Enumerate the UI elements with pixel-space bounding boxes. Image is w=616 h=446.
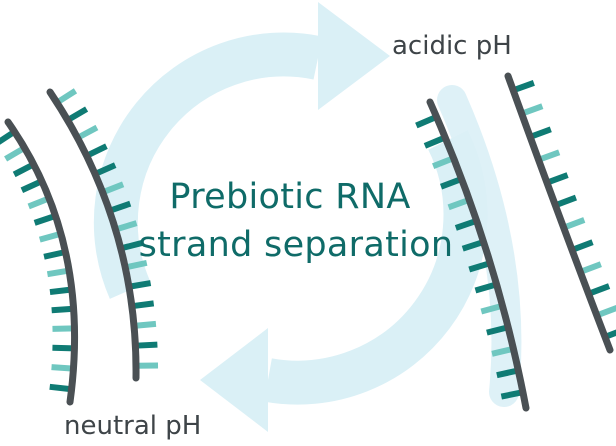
rna-backbone — [426, 98, 530, 412]
nucleotide-base — [439, 176, 463, 190]
nucleotide-base — [135, 341, 158, 349]
rna-duplex-icon — [0, 88, 159, 406]
nucleotide-base — [76, 124, 99, 141]
nucleotide-base — [114, 220, 138, 233]
nucleotide-base — [603, 329, 616, 340]
rna-backbone — [504, 72, 614, 354]
separated-rna-strands-icon — [415, 72, 616, 412]
nucleotide-base — [46, 267, 70, 278]
diagram-title-line1: Prebiotic RNA — [169, 177, 410, 217]
acidic-ph-label: acidic pH — [392, 31, 512, 61]
nucleotide-base — [461, 239, 485, 252]
nucleotide-base — [55, 88, 78, 106]
neutral-ph-label: neutral pH — [64, 411, 201, 441]
nucleotide-base — [423, 134, 447, 149]
nucleotide-base — [595, 304, 616, 319]
nucleotide-base — [128, 280, 152, 290]
nucleotide-base — [480, 302, 504, 315]
nucleotide-base — [51, 364, 74, 372]
nucleotide-base — [131, 300, 155, 310]
rna-strand-right-1 — [415, 98, 530, 412]
nucleotide-base — [49, 286, 73, 296]
cycle-arrowhead-lower — [200, 328, 268, 432]
nucleotide-base — [415, 114, 438, 129]
nucleotide-base — [38, 230, 62, 243]
nucleotide-base — [20, 178, 44, 193]
nucleotide-base — [101, 181, 125, 196]
nucleotide-base — [520, 103, 544, 117]
nucleotide-base — [51, 305, 74, 314]
nucleotide-base — [49, 383, 72, 393]
nucleotide-base — [0, 129, 17, 145]
nucleotide-base — [496, 367, 519, 379]
nucleotide-base — [4, 145, 27, 162]
nucleotide-base — [491, 345, 515, 357]
diagram-title-line2: strand separation — [139, 225, 454, 265]
nucleotide-base — [66, 106, 89, 123]
nucleotide-base — [52, 344, 75, 352]
nucleotide-base — [468, 260, 492, 273]
nucleotide-base — [124, 259, 148, 271]
nucleotide-base — [432, 155, 455, 170]
strand-glow — [437, 85, 522, 407]
nucleotide-base — [579, 261, 602, 275]
nucleotide-base — [545, 172, 569, 186]
nucleotide-base — [474, 281, 498, 294]
nucleotide-base — [43, 249, 67, 260]
nucleotide-base — [587, 283, 611, 297]
nucleotide-base — [33, 213, 57, 226]
rna-backbone — [46, 88, 140, 382]
nucleotide-base — [133, 320, 157, 329]
rna-strand-right-2 — [504, 72, 616, 354]
nucleotide-base — [27, 195, 51, 210]
cycle-arrowhead-upper — [318, 2, 390, 110]
nucleotide-base — [512, 80, 535, 94]
nucleotide-base — [447, 197, 471, 211]
nucleotide-base — [93, 162, 117, 177]
nucleotide-base — [486, 324, 509, 336]
cycle-arrows-icon — [93, 2, 488, 432]
nucleotide-base — [500, 389, 524, 400]
nucleotide-base — [12, 161, 36, 178]
nucleotide-base — [537, 149, 561, 163]
rna-backbone — [4, 118, 79, 406]
nucleotide-base — [529, 126, 552, 140]
nucleotide-base — [108, 200, 132, 214]
nucleotide-base — [85, 143, 108, 159]
nucleotide-base — [120, 240, 143, 252]
nucleotide-base — [554, 194, 577, 209]
nucleotide-base — [454, 217, 478, 231]
nucleotide-base — [570, 239, 594, 253]
rna-strand-left-outer — [0, 118, 79, 406]
nucleotide-base — [562, 217, 586, 231]
rna-strand-left-inner — [46, 88, 159, 382]
